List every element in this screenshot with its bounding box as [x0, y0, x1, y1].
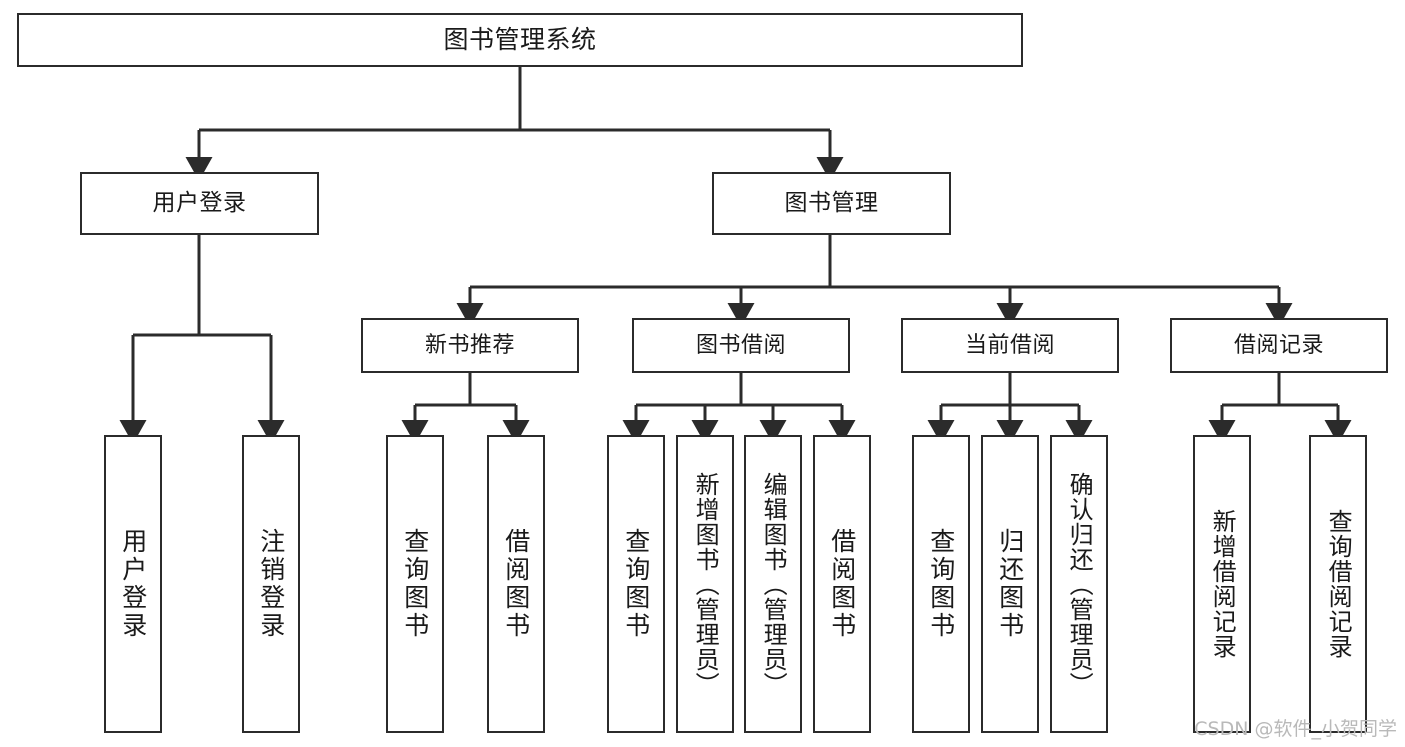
node-book-management[interactable]: 图书管理 [712, 172, 951, 235]
node-label: 查询借阅记录 [1324, 509, 1353, 659]
node-book-management-system[interactable]: 图书管理系统 [17, 13, 1023, 67]
leaf-add-book-admin[interactable]: 新增图书（管理员） [676, 435, 734, 733]
leaf-query-book-new-rec[interactable]: 查询图书 [386, 435, 444, 733]
leaf-query-borrow-record[interactable]: 查询借阅记录 [1309, 435, 1367, 733]
leaf-confirm-return-admin[interactable]: 确认归还（管理员） [1050, 435, 1108, 733]
node-label: 借阅图书 [827, 528, 857, 640]
node-label: 借阅记录 [1233, 332, 1324, 358]
leaf-user-logout[interactable]: 注销登录 [242, 435, 300, 733]
leaf-return-book[interactable]: 归还图书 [981, 435, 1039, 733]
node-label: 新增借阅记录 [1208, 509, 1237, 659]
node-label: 新增图书（管理员） [691, 471, 720, 697]
node-label: 归还图书 [995, 528, 1025, 640]
node-label: 图书管理 [784, 190, 879, 217]
csdn-watermark: CSDN @软件_小贺同学 [1194, 718, 1397, 740]
node-label: 图书管理系统 [443, 24, 597, 54]
node-label: 用户登录 [118, 528, 148, 640]
node-label: 查询图书 [400, 528, 430, 640]
leaf-edit-book-admin[interactable]: 编辑图书（管理员） [744, 435, 802, 733]
node-user-login[interactable]: 用户登录 [80, 172, 319, 235]
node-label: 用户登录 [152, 190, 247, 217]
leaf-query-book-borrow[interactable]: 查询图书 [607, 435, 665, 733]
node-current-borrowing[interactable]: 当前借阅 [901, 318, 1119, 373]
leaf-query-book-current[interactable]: 查询图书 [912, 435, 970, 733]
node-label: 借阅图书 [501, 528, 531, 640]
node-label: 图书借阅 [695, 332, 786, 358]
node-label: 编辑图书（管理员） [759, 471, 788, 697]
leaf-borrow-book-new-rec[interactable]: 借阅图书 [487, 435, 545, 733]
node-label: 注销登录 [256, 528, 286, 640]
node-new-book-recommendation[interactable]: 新书推荐 [361, 318, 579, 373]
leaf-add-borrow-record[interactable]: 新增借阅记录 [1193, 435, 1251, 733]
node-label: 确认归还（管理员） [1065, 471, 1094, 697]
node-label: 查询图书 [926, 528, 956, 640]
node-label: 查询图书 [621, 528, 651, 640]
leaf-borrow-book-borrow[interactable]: 借阅图书 [813, 435, 871, 733]
node-borrowing-record[interactable]: 借阅记录 [1170, 318, 1388, 373]
leaf-user-login[interactable]: 用户登录 [104, 435, 162, 733]
node-label: 当前借阅 [964, 332, 1055, 358]
node-label: 新书推荐 [424, 332, 515, 358]
node-book-borrowing[interactable]: 图书借阅 [632, 318, 850, 373]
